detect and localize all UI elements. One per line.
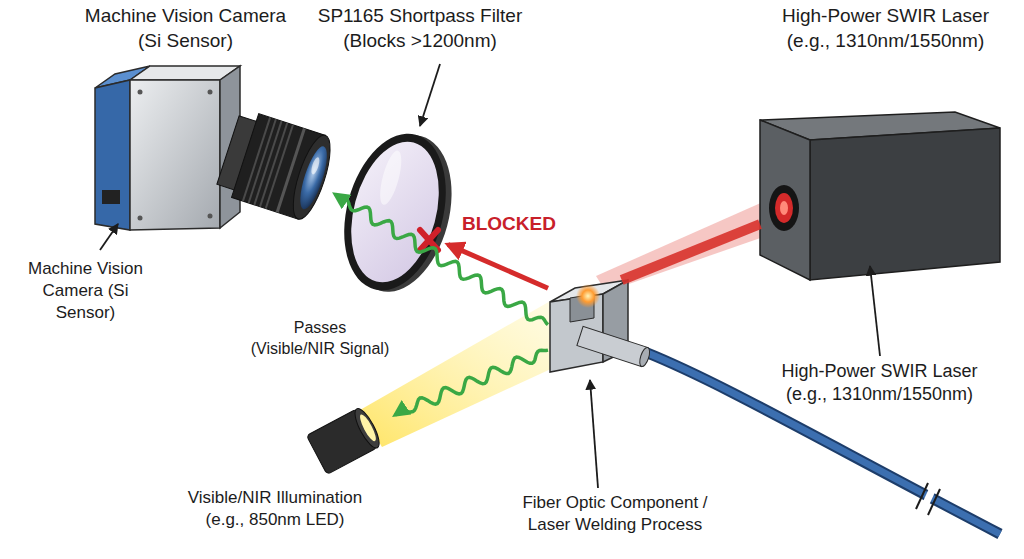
laser-node: High-Power SWIR Laser (e.g., 1310nm/1550…	[760, 112, 1000, 280]
led-front	[351, 406, 384, 451]
blocked-cross	[420, 230, 438, 250]
cable-break-mark	[916, 483, 928, 509]
fiber-ferrule	[577, 326, 652, 367]
laser-emitter-core	[780, 201, 788, 215]
illumination-wave	[395, 350, 548, 415]
leader-line	[870, 266, 880, 356]
laser-emitter	[775, 193, 793, 223]
light-cone	[360, 300, 566, 447]
laser-title: High-Power SWIR Laser (e.g., 1310nm/1550…	[773, 4, 998, 53]
filter-node: SP1165 Shortpass Filter (Blocks >1200nm)	[345, 130, 448, 295]
blocked-beam	[448, 245, 548, 289]
leader-line	[100, 224, 118, 250]
camera-callout: Machine Vision Camera (Si Sensor)	[18, 258, 153, 324]
lens-front	[286, 131, 338, 223]
lens-ridge	[266, 125, 293, 209]
filter-rim	[328, 122, 462, 301]
laser-beam	[622, 224, 760, 280]
camera-connector	[102, 190, 120, 204]
camera-cap-side	[95, 80, 130, 230]
camera-lens	[214, 108, 337, 223]
led-emitter	[357, 413, 378, 443]
lens-glass	[295, 144, 333, 212]
camera-node: Machine Vision Camera (Si Sensor)Machine…	[95, 60, 335, 240]
blocked-cross	[420, 230, 438, 250]
camera-body	[130, 80, 220, 230]
blocked-label: BLOCKED	[462, 212, 582, 237]
camera-screw	[208, 214, 213, 219]
weld-spot	[576, 284, 600, 308]
fiber-component-node: Fiber Optic Component / Laser Welding Pr…	[548, 280, 630, 375]
lens-ridge	[254, 121, 281, 205]
component-callout: Fiber Optic Component / Laser Welding Pr…	[515, 492, 715, 536]
camera-screw	[208, 90, 213, 95]
edges-group	[335, 194, 760, 415]
illumination-callout: Visible/NIR Illumination (e.g., 850nm LE…	[180, 487, 370, 531]
cable-break-mark	[928, 489, 940, 515]
filter-highlight	[376, 149, 406, 207]
laser-callout: High-Power SWIR Laser (e.g., 1310nm/1550…	[772, 360, 987, 407]
laser-aperture	[769, 185, 799, 231]
camera-title: Machine Vision Camera (Si Sensor)	[78, 4, 293, 53]
leader-line	[590, 380, 598, 488]
shortpass-filter	[328, 122, 468, 303]
filter-title: SP1165 Shortpass Filter (Blocks >1200nm)	[310, 4, 530, 53]
camera-screw	[138, 216, 143, 221]
led-source	[306, 406, 383, 475]
camera-screw	[138, 90, 143, 95]
laser-side	[810, 128, 1000, 280]
ferrule-end	[638, 346, 652, 367]
signal-label: Passes (Visible/NIR Signal)	[250, 318, 390, 360]
ferrule-body	[577, 326, 648, 366]
laser-front	[760, 120, 810, 280]
lens-highlight	[310, 156, 321, 175]
beam-glow	[596, 193, 783, 292]
illumination-node: Visible/NIR Illumination (e.g., 850nm LE…	[312, 395, 395, 480]
filter-glass	[337, 132, 453, 292]
leader-line	[420, 64, 440, 126]
